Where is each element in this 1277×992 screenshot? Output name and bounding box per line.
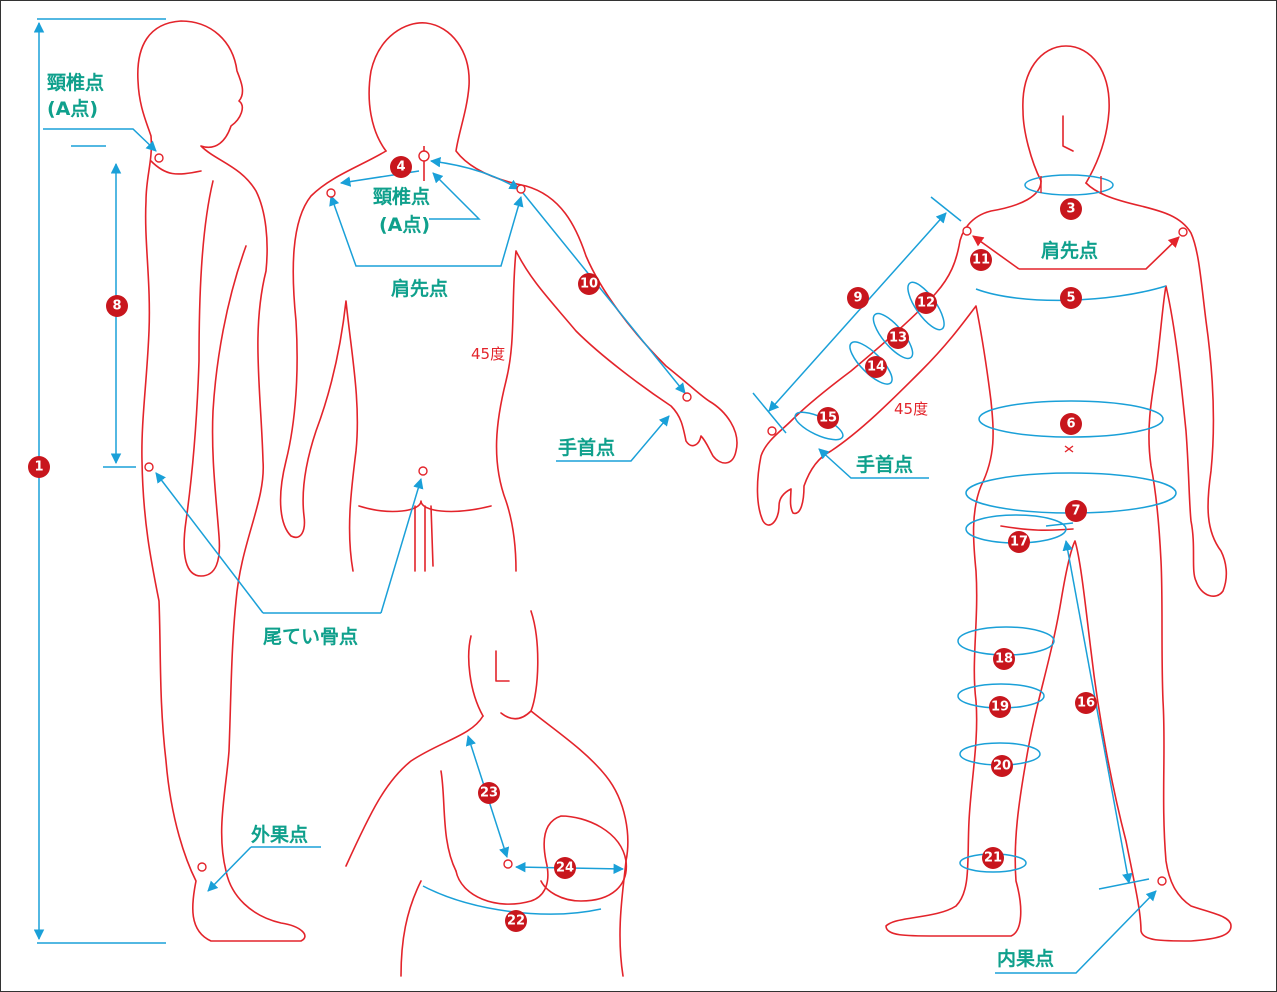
svg-text:3: 3 <box>1066 202 1075 217</box>
badge-3: 3 <box>1060 198 1082 220</box>
label-shoulder-back: 肩先点 <box>391 277 448 300</box>
label-coccyx: 尾てい骨点 <box>263 626 358 648</box>
svg-text:18: 18 <box>995 652 1013 667</box>
bust-point <box>504 860 512 868</box>
label-wrist-back: 手首点 <box>558 436 615 459</box>
svg-text:19: 19 <box>991 700 1009 715</box>
measure-line-10 <box>523 193 685 393</box>
badge-21: 21 <box>982 847 1004 869</box>
svg-text:22: 22 <box>507 914 525 929</box>
badge-1: 1 <box>28 456 50 478</box>
label-shoulder-front: 肩先点 <box>1041 239 1098 262</box>
label-angle-front: 45度 <box>894 400 928 418</box>
badge-23: 23 <box>478 782 500 804</box>
svg-text:21: 21 <box>984 851 1002 866</box>
side-arm-outline <box>184 181 246 576</box>
badge-11: 11 <box>970 249 992 271</box>
back-figure <box>281 23 737 571</box>
svg-text:10: 10 <box>580 277 598 292</box>
svg-text:16: 16 <box>1077 696 1095 711</box>
text-labels: 頸椎点 (A点) 頸椎点 (A点) 肩先点 肩先点 手首点 手首点 尾てい骨点 … <box>47 71 1098 970</box>
bust-outline <box>469 611 538 719</box>
back-wrist-point <box>683 393 691 401</box>
badge-20: 20 <box>991 755 1013 777</box>
landmark-points <box>145 151 1187 885</box>
side-coccyx-point <box>145 463 153 471</box>
svg-text:20: 20 <box>993 759 1011 774</box>
svg-text:8: 8 <box>112 299 121 314</box>
badge-15: 15 <box>817 407 839 429</box>
measure-line-16 <box>1066 541 1129 883</box>
back-shoulder-point-left <box>327 189 335 197</box>
measure-line-9 <box>769 213 946 411</box>
badge-24: 24 <box>554 857 576 879</box>
label-medial-malleolus: 内果点 <box>997 947 1054 970</box>
badge-4: 4 <box>390 156 412 178</box>
svg-text:6: 6 <box>1066 417 1075 432</box>
badge-12: 12 <box>915 292 937 314</box>
badge-9: 9 <box>847 287 869 309</box>
svg-text:24: 24 <box>556 861 574 876</box>
front-wrist-point <box>768 427 776 435</box>
svg-text:14: 14 <box>867 360 885 375</box>
svg-text:1: 1 <box>34 460 43 475</box>
label-cervical-back-2: (A点) <box>379 214 430 236</box>
front-shoulder-point-left <box>1179 228 1187 236</box>
label-cervical-back-1: 頸椎点 <box>373 185 430 208</box>
front-figure <box>757 46 1231 941</box>
back-shoulder-point-right <box>517 185 525 193</box>
label-angle-back: 45度 <box>471 345 505 363</box>
lateral-malleolus-point <box>198 863 206 871</box>
front-shoulder-point-right <box>963 227 971 235</box>
label-cervical-side-1: 頸椎点 <box>47 71 104 94</box>
badge-10: 10 <box>578 273 600 295</box>
badge-7: 7 <box>1065 500 1087 522</box>
svg-text:7: 7 <box>1071 504 1080 519</box>
side-cervical-point <box>155 154 163 162</box>
front-head-outline <box>1023 46 1109 183</box>
badge-13: 13 <box>887 327 909 349</box>
medial-malleolus-point <box>1158 877 1166 885</box>
svg-text:9: 9 <box>853 291 862 306</box>
measurement-lines <box>37 19 1179 973</box>
back-coccyx-point <box>419 467 427 475</box>
svg-text:5: 5 <box>1066 291 1075 306</box>
svg-text:15: 15 <box>819 411 837 426</box>
badge-22: 22 <box>505 910 527 932</box>
svg-text:13: 13 <box>889 331 907 346</box>
label-cervical-side-2: (A点) <box>47 98 98 120</box>
label-lateral-malleolus: 外果点 <box>251 823 308 846</box>
badge-17: 17 <box>1008 531 1030 553</box>
badge-16: 16 <box>1075 692 1097 714</box>
svg-text:11: 11 <box>972 253 990 268</box>
svg-text:12: 12 <box>917 296 935 311</box>
badge-19: 19 <box>989 696 1011 718</box>
badge-8: 8 <box>106 295 128 317</box>
badge-14: 14 <box>865 356 887 378</box>
badge-6: 6 <box>1060 413 1082 435</box>
badge-18: 18 <box>993 648 1015 670</box>
back-cervical-point <box>419 151 429 161</box>
svg-text:23: 23 <box>480 786 498 801</box>
svg-text:17: 17 <box>1010 535 1028 550</box>
label-wrist-front: 手首点 <box>856 453 913 476</box>
svg-text:4: 4 <box>396 160 405 175</box>
badge-5: 5 <box>1060 287 1082 309</box>
